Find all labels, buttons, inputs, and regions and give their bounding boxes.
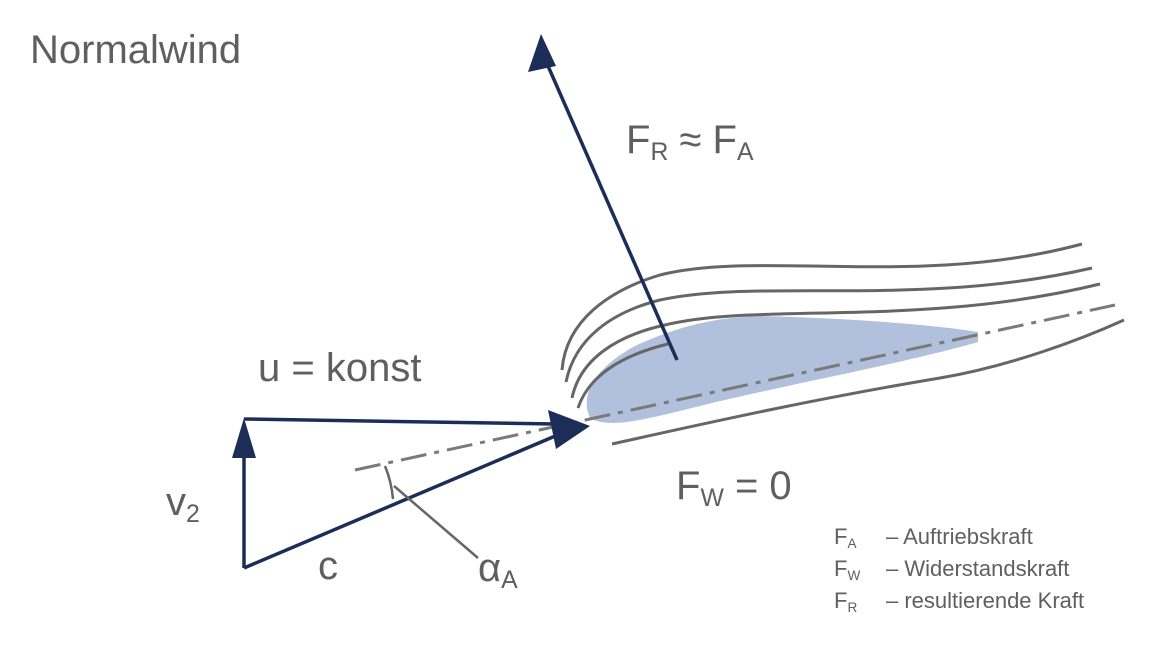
- legend-item: FW – Widerstandskraft: [834, 556, 1084, 588]
- angle-leader-line: [393, 485, 479, 559]
- angle-alpha-label: αA: [478, 546, 518, 594]
- legend-item: FA – Auftriebskraft: [834, 524, 1084, 556]
- legend-symbol: FW: [834, 556, 861, 584]
- diagram-title: Normalwind: [30, 28, 242, 72]
- airfoil-shape: [586, 316, 978, 423]
- streamline-4: [576, 342, 669, 409]
- drag-force-label: FW = 0: [676, 464, 792, 512]
- streamline-lower: [611, 318, 1125, 446]
- v2-velocity-label: v2: [166, 480, 200, 528]
- chord-axis: [354, 303, 1116, 472]
- legend-text: – Widerstandskraft: [886, 556, 1070, 581]
- streamline-3: [570, 282, 1101, 399]
- legend-text: – resultierende Kraft: [886, 588, 1085, 613]
- v2-arrowhead: [232, 418, 256, 458]
- legend-symbol: FA: [834, 524, 857, 552]
- legend-text: – Auftriebskraft: [886, 524, 1033, 549]
- u-vector: [243, 417, 556, 426]
- legend: FA– Auftriebskraft FW– Widerstandskraft …: [834, 524, 1084, 620]
- resultant-force-arrowhead: [528, 34, 556, 72]
- c-velocity-label: c: [318, 544, 338, 588]
- resultant-force-label: FR ≈ FA: [626, 118, 754, 166]
- angle-arc: [383, 465, 395, 500]
- resultant-force-arrow: [539, 49, 679, 361]
- streamline-1: [560, 242, 1083, 371]
- streamline-2: [564, 266, 1093, 383]
- c-vector: [243, 432, 561, 570]
- streamlines: [560, 242, 1125, 446]
- legend-item: FR – resultierende Kraft: [834, 588, 1084, 620]
- legend-symbol: FR: [834, 588, 858, 616]
- velocity-arrowhead: [548, 410, 590, 449]
- u-velocity-label: u = konst: [258, 346, 422, 390]
